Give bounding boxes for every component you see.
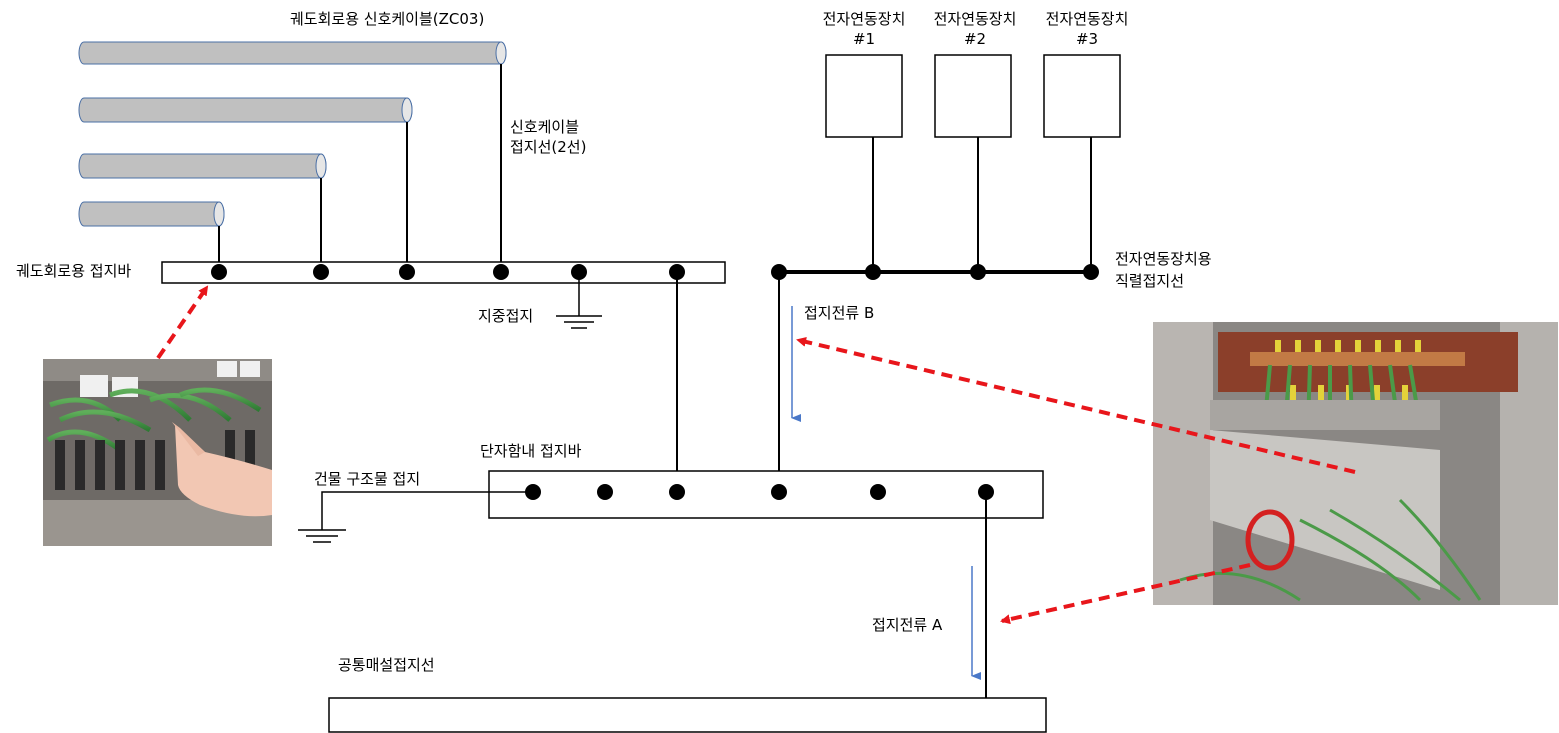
building-ground-label: 건물 구조물 접지 bbox=[314, 470, 420, 488]
interlocking-unit-3-number: #3 bbox=[1076, 30, 1098, 48]
signal-cable-3 bbox=[78, 153, 327, 179]
signal-cable-4 bbox=[78, 201, 225, 227]
terminal-box-photo bbox=[1153, 322, 1558, 605]
interlocking-unit-1-label: 전자연동장치 bbox=[823, 10, 906, 28]
interlocking-ground-label-2: 직렬접지선 bbox=[1115, 272, 1184, 290]
terminal-box-terminals bbox=[525, 484, 994, 500]
earth-ground-symbol bbox=[556, 272, 602, 329]
common-ground-bar bbox=[328, 697, 1047, 733]
signal-ground-wire-label-1: 신호케이블 bbox=[510, 118, 579, 136]
interlocking-unit-3-label: 전자연동장치 bbox=[1046, 10, 1129, 28]
earth-ground-label: 지중접지 bbox=[478, 307, 533, 325]
signal-cable-title: 궤도회로용 신호케이블(ZC03) bbox=[290, 10, 484, 28]
interlocking-ground-label-1: 전자연동장치용 bbox=[1115, 250, 1212, 268]
interlocking-unit-2-number: #2 bbox=[964, 30, 986, 48]
interlocking-unit-boxes bbox=[825, 54, 1121, 138]
photo-reference-arrows bbox=[156, 285, 1356, 625]
signal-cable-2 bbox=[78, 97, 413, 123]
interlocking-unit-wires bbox=[872, 137, 1092, 272]
interlocking-unit-1-number: #1 bbox=[853, 30, 875, 48]
signal-ground-wire-label-2: 접지선(2선) bbox=[510, 138, 586, 156]
track-ground-bar-photo bbox=[43, 359, 272, 546]
track-ground-bar bbox=[161, 261, 726, 284]
building-ground-symbol bbox=[298, 491, 533, 543]
signal-cable-1 bbox=[78, 41, 507, 65]
current-b-label: 접지전류 B bbox=[804, 304, 874, 322]
track-ground-bar-label: 궤도회로용 접지바 bbox=[16, 262, 131, 280]
current-a-label: 접지전류 A bbox=[872, 616, 943, 634]
interlocking-unit-2-label: 전자연동장치 bbox=[934, 10, 1017, 28]
common-ground-label: 공통매설접지선 bbox=[338, 656, 435, 674]
terminal-box-bar-label: 단자함내 접지바 bbox=[480, 442, 582, 460]
terminal-box-ground-bar bbox=[488, 470, 1044, 519]
